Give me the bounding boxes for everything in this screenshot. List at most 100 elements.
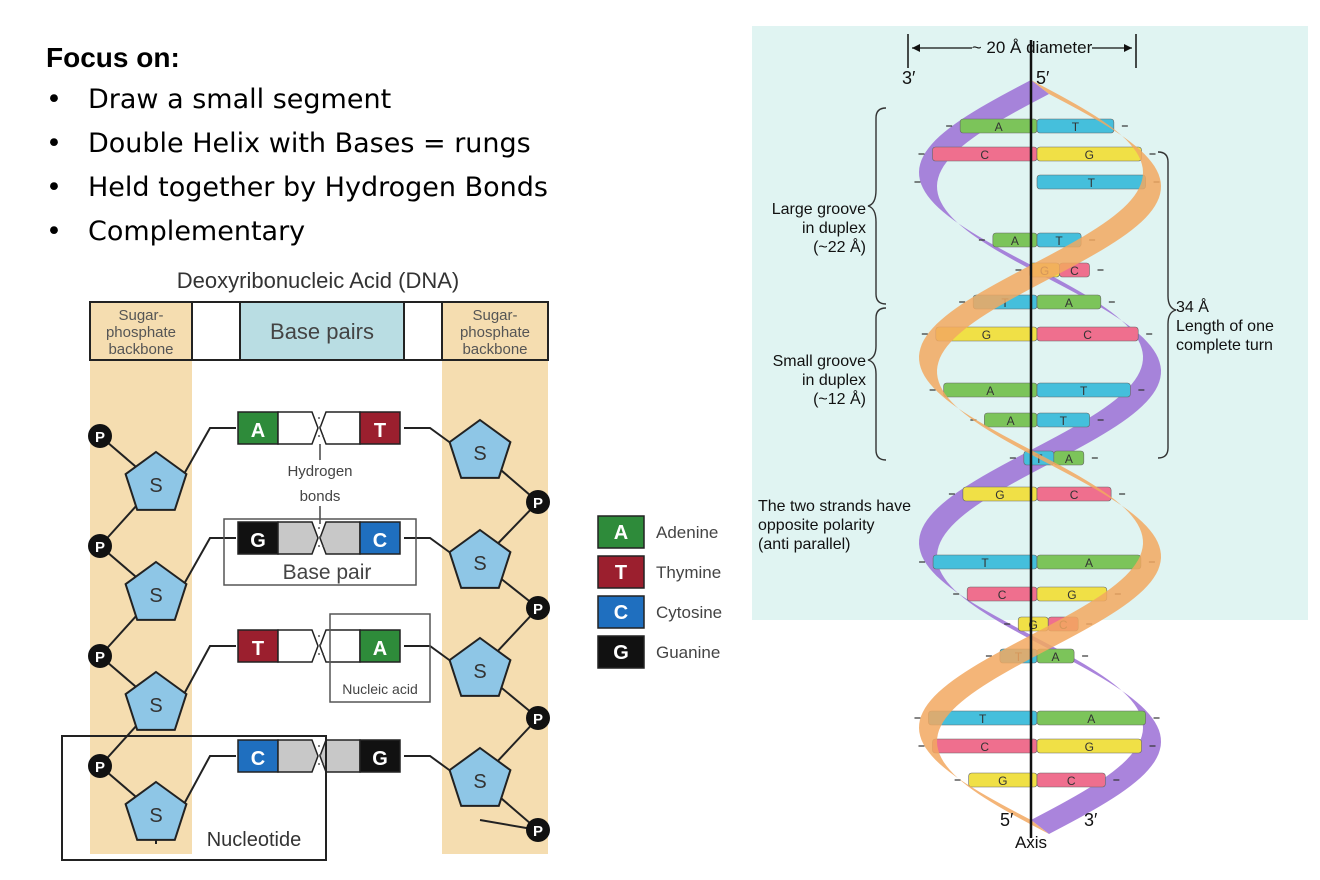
rung-letter: A [1085,556,1093,570]
rung-letter: C [1070,488,1079,502]
small-groove-label: Small groove [773,353,866,370]
large-groove-label: Large groove [772,201,866,218]
bullet-glyph: • [46,216,62,247]
bullet-glyph: • [46,172,62,203]
legend-name: Guanine [656,643,720,662]
base-connector [277,411,319,445]
phosphate [526,706,550,730]
rung-right [1036,294,1102,310]
phosphate [88,644,112,668]
base-letter: G [250,530,266,552]
phosphate-letter: P [95,649,105,666]
bullet-item: •Draw a small segment [46,78,746,122]
legend-letter: C [614,602,628,624]
rung-letter: T [1055,234,1063,248]
sugar-letter: S [149,805,162,827]
base-letter: C [373,530,387,552]
bullet-glyph: • [46,128,62,159]
axis-label: Axis [1015,833,1047,852]
rung-right [1036,326,1139,342]
nucleic-acid-label: Nucleic acid [342,681,417,697]
base-pair-label: Base pair [283,561,372,584]
sugar-right [448,746,512,807]
bottom-right-end: 3′ [1084,810,1098,830]
base-connector [319,521,361,555]
legend-name: Thymine [656,563,721,582]
base-letter: A [373,638,387,660]
base-letter: G [372,748,388,770]
focus-title: Focus on: [46,42,180,73]
polarity-label: (anti parallel) [758,536,850,553]
base-right [359,521,401,555]
sugar-letter: S [149,695,162,717]
phosphate-letter: P [95,429,105,446]
bullet-text: Complementary [88,216,306,247]
rung-right [1036,382,1131,398]
rung-letter: T [979,712,987,726]
rung-letter: C [980,740,989,754]
header-right [441,301,549,361]
turn-length-label: complete turn [1176,337,1273,354]
phosphate-letter: P [533,823,543,840]
rung-right [1036,648,1075,664]
rung-letter: C [998,588,1007,602]
rung-letter: T [1060,414,1068,428]
legend-letter: G [613,642,629,664]
bullet-list: •Draw a small segment •Double Helix with… [46,78,746,254]
rung-letter: T [1072,120,1080,134]
bullet-text: Held together by Hydrogen Bonds [88,172,548,203]
header-right-line: backbone [462,341,527,358]
rung-right [1036,412,1090,428]
bottom-left-end: 5′ [1000,810,1014,830]
phosphate-letter: P [533,711,543,728]
base-right [359,411,401,445]
polarity-label: The two strands have [758,498,911,515]
header-center [239,301,405,361]
rung-letter: T [981,556,989,570]
focus-block: Focus on: •Draw a small segment •Double … [46,38,746,254]
phosphate [88,534,112,558]
header-right-line: Sugar- [472,307,517,324]
phosphate [88,424,112,448]
sugar-letter: S [473,553,486,575]
rung-right [1036,486,1112,502]
legend-name: Adenine [656,523,718,542]
turn-length-brace [1157,151,1177,459]
rung-letter: T [1088,176,1096,190]
turn-length-label: 34 Å [1176,297,1209,316]
rung-letter: C [1070,264,1079,278]
sugar-right [448,528,512,589]
rung-letter: G [1067,588,1076,602]
nucleic-acid-box [329,613,431,703]
sugar-letter: S [473,771,486,793]
rung-letter: C [1067,774,1076,788]
rung-right [1036,118,1115,134]
rung-letter: G [982,328,991,342]
hydrogen-label: Hydrogen [287,463,352,480]
rung-letter: T [1001,296,1009,310]
sugar-letter: S [473,443,486,465]
legend-letter: A [614,522,628,544]
phosphate [88,754,112,778]
rung-letter: G [995,488,1004,502]
base-left [237,521,279,555]
rung-letter: T [1035,452,1043,466]
strand-front [919,80,1161,834]
base-right [359,739,401,773]
double-helix-diagram: ATCGTATGCTAGCATATTAGCTACGGCTATACGGC ~ 20… [752,26,1308,852]
rung-letter: A [1052,650,1060,664]
base-left [237,411,279,445]
large-groove-brace [867,107,887,305]
header-center-label: Base pairs [270,319,374,344]
rung-letter: A [1011,234,1019,248]
turn-length-label: Length of one [1176,318,1274,335]
rung-letter: A [1087,712,1095,726]
phosphate-letter: P [533,601,543,618]
legend-swatch [597,515,645,549]
sugar-right [448,636,512,697]
rung-letter: A [986,384,994,398]
base-connector [277,739,319,773]
polarity-label: opposite polarity [758,517,875,534]
